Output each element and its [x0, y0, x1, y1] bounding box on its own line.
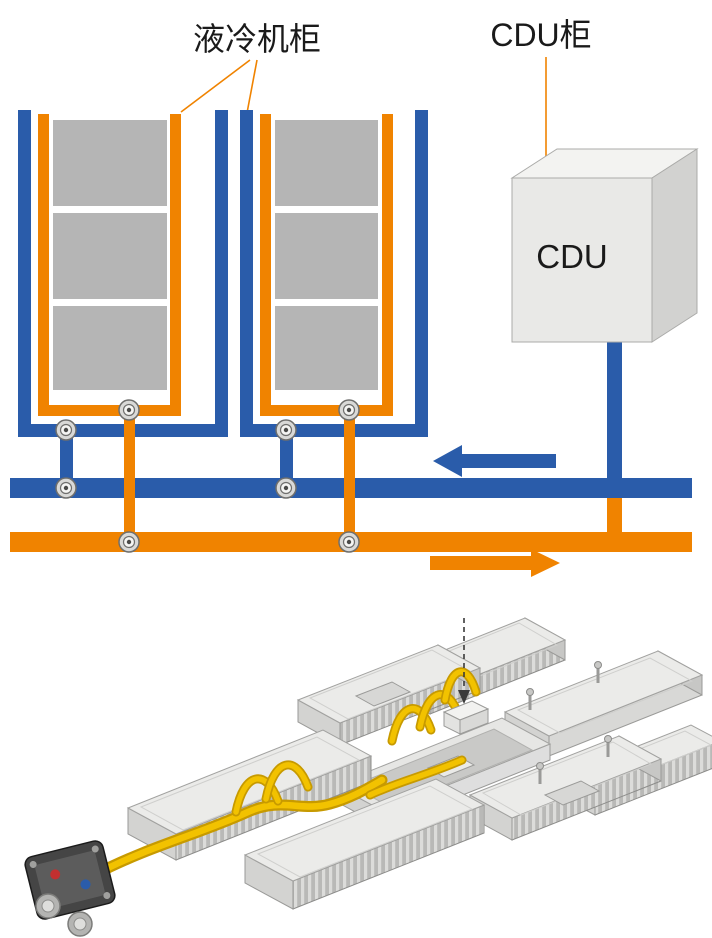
- coolant-valve-icon: [55, 419, 77, 441]
- component-block: [543, 780, 601, 806]
- module-top-detail: [308, 649, 472, 720]
- quick-connector: [24, 840, 116, 937]
- connector-pins: [35, 893, 93, 937]
- screw-icon: [91, 845, 99, 853]
- component-block: [354, 681, 412, 707]
- server-block: [275, 213, 378, 299]
- module-top: [503, 650, 704, 737]
- server-block: [53, 120, 167, 206]
- tube-connector-block: [442, 700, 490, 735]
- cdu-box: CDU: [510, 148, 699, 343]
- cdu-cabinet-label: CDU柜: [490, 17, 591, 53]
- rack-cabinet-2-hot-loop: [260, 114, 393, 552]
- server-module: [243, 778, 486, 910]
- coolant-valve-icon: [55, 477, 77, 499]
- rack-2-server-blocks: [275, 120, 378, 390]
- install-direction-indicator: [458, 618, 470, 704]
- rack-1-server-blocks: [53, 120, 167, 390]
- server-block: [275, 306, 378, 390]
- server-block: [53, 213, 167, 299]
- coolant-valves: [55, 399, 360, 553]
- server-block: [53, 306, 167, 390]
- blue-port-icon: [80, 879, 91, 890]
- coolant-valve-icon: [338, 531, 360, 553]
- cdu-front-face: [511, 177, 653, 343]
- screw-icon: [29, 860, 37, 868]
- coolant-valve-icon: [118, 399, 140, 421]
- coolant-valve-icon: [275, 419, 297, 441]
- module-top-detail: [481, 741, 653, 816]
- server-module: [503, 650, 704, 757]
- screw-icon: [103, 892, 111, 900]
- module-top-detail: [139, 736, 361, 831]
- module-top: [468, 735, 663, 819]
- coolant-valve-icon: [118, 531, 140, 553]
- down-arrow-icon: [458, 690, 470, 704]
- rack-cabinet-label: 液冷机柜: [193, 21, 321, 57]
- module-top-detail: [256, 785, 474, 878]
- cold-flow-arrow-left: [433, 445, 556, 477]
- rack-label-leader-lines: [180, 59, 258, 114]
- spring-screw-icons: [526, 661, 612, 784]
- coolant-valve-icon: [275, 477, 297, 499]
- cold-plate-illustration: [24, 617, 712, 937]
- coolant-valve-icon: [338, 399, 360, 421]
- hot-drop-pipe: [124, 410, 135, 552]
- hot-flow-arrow-right: [430, 549, 560, 577]
- red-port-icon: [50, 869, 61, 880]
- cdu-hot-riser-pipe: [607, 498, 622, 552]
- cdu-right-face: [651, 148, 698, 343]
- hot-drop-pipe: [344, 410, 355, 552]
- cdu-box-label: CDU: [536, 238, 608, 275]
- schematic-top: 液冷机柜 CDU柜: [10, 17, 699, 577]
- cdu-label-leader-line: [541, 57, 551, 167]
- server-block: [275, 120, 378, 206]
- module-top: [243, 778, 486, 882]
- module-top-detail: [516, 657, 694, 734]
- rack-cabinet-1-hot-loop: [38, 114, 181, 552]
- cdu-cold-riser-pipe: [607, 342, 622, 482]
